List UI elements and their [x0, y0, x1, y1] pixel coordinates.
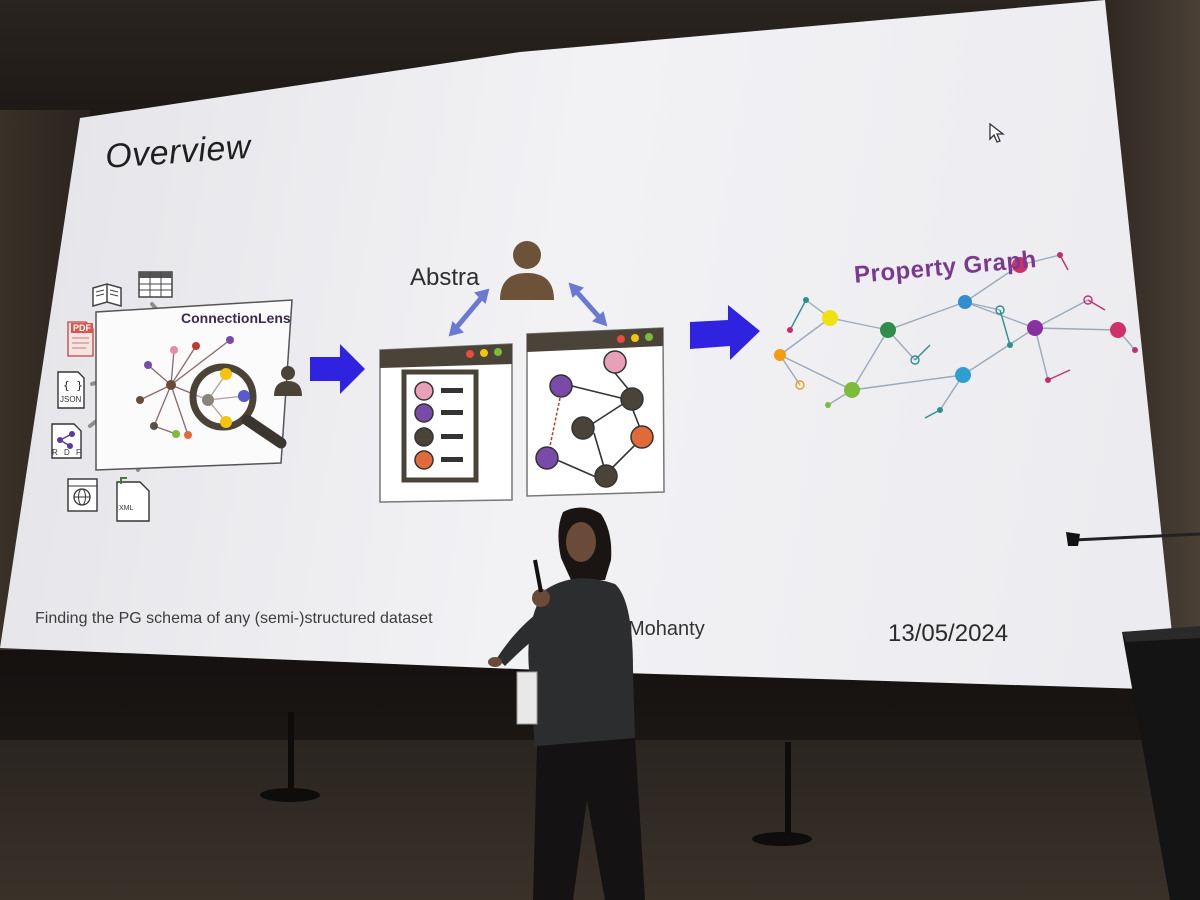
blue-arrow-2: [690, 305, 760, 360]
schema-list-window: [379, 343, 513, 503]
name-badge: [516, 671, 538, 725]
lectern-microphone: [1066, 532, 1200, 900]
web-page-icon: [67, 478, 98, 512]
stanchion-base: [260, 788, 320, 802]
stanchion-base: [752, 832, 812, 846]
schema-graph-window: [526, 327, 665, 497]
svg-text:{ }: { }: [63, 379, 83, 392]
abstra-label: Abstra: [410, 264, 480, 291]
xml-label: XML: [119, 505, 134, 512]
mouse-cursor-icon: [989, 122, 1005, 143]
stanchion-post: [288, 712, 294, 794]
slide-footer-subtitle: Finding the PG schema of any (semi-)stru…: [35, 610, 433, 627]
json-file-icon: { }: [57, 371, 85, 409]
stanchion-post: [785, 742, 791, 836]
property-graph-network: [774, 252, 1138, 419]
slide-footer-author: Mohanty: [628, 618, 705, 640]
rdf-file-icon: [51, 423, 82, 459]
abstra-user-icon: [500, 241, 554, 300]
magnifier-icon: [189, 363, 287, 449]
rdf-label: R D F: [52, 448, 83, 457]
slide-footer-date: 13/05/2024: [888, 620, 1009, 647]
book-icon: [92, 283, 122, 307]
blue-arrow-1: [310, 344, 365, 394]
bidirectional-arrows: [448, 282, 608, 337]
user-icon: [274, 366, 302, 396]
connectionlens-label: ConnectionLens: [181, 310, 291, 326]
table-icon: [138, 271, 173, 298]
xml-file-icon: [116, 477, 150, 522]
json-label: JSON: [60, 395, 82, 404]
pdf-label: PDF: [71, 323, 93, 333]
presenter: [488, 507, 645, 900]
